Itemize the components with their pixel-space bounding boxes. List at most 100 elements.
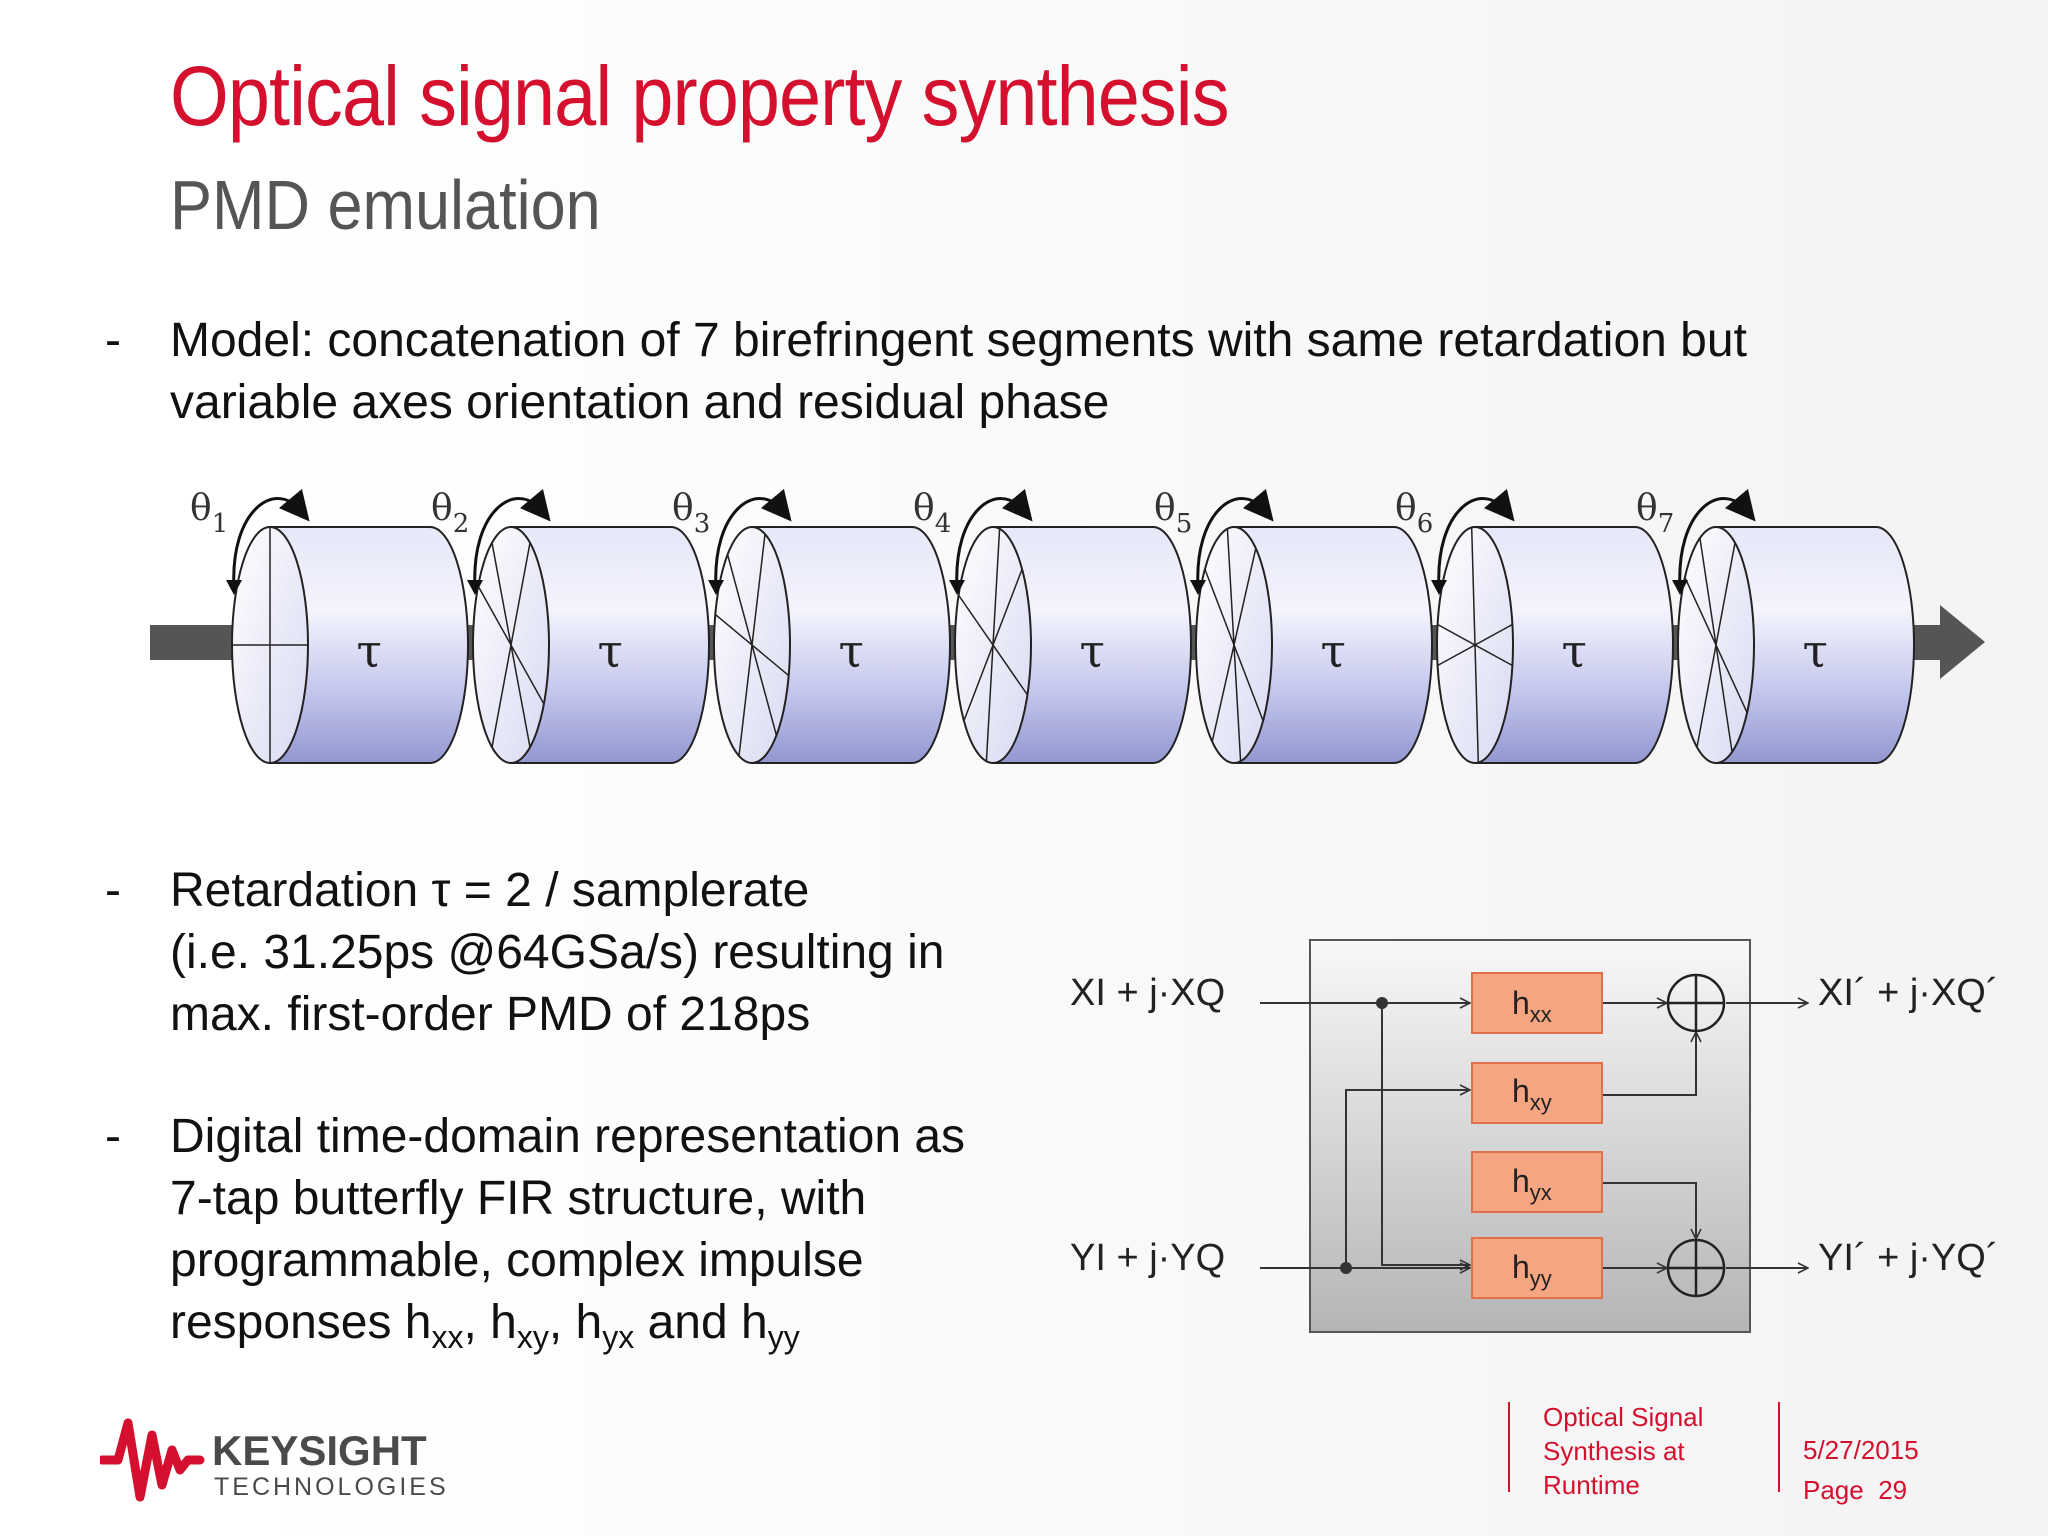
rotation-arrow-icon <box>1196 488 1274 589</box>
footer-title: Optical Signal Synthesis at Runtime <box>1543 1400 1703 1502</box>
wire-hxy-to-sum <box>1603 1032 1696 1096</box>
axis-line <box>477 585 545 705</box>
bullet-line: variable axes orientation and residual p… <box>170 376 1110 429</box>
segment-6: τθ6 <box>1395 488 1674 764</box>
axis-line <box>714 613 790 677</box>
segment-3: τθ3 <box>672 488 951 764</box>
butterfly-fir-diagram: XI + j·XQ YI + j·YQ XI´ + j·XQ´ YI´ + j·… <box>1070 939 1999 1333</box>
segment-7: τθ7 <box>1636 488 1915 764</box>
bullet-marker: - <box>105 314 121 367</box>
tau-label: τ <box>356 624 381 678</box>
tau-label: τ <box>1320 624 1345 678</box>
wire-y-to-hxy <box>1345 1090 1470 1268</box>
junction-dot <box>1376 997 1388 1009</box>
axis-line <box>957 594 1029 696</box>
svg-text:hyy: hyy <box>1512 1249 1552 1291</box>
bullet-line: programmable, complex impulse <box>170 1234 864 1287</box>
rotation-arrow-tail-icon <box>1672 580 1688 595</box>
wire-hyx-to-sum <box>1603 1182 1696 1239</box>
page-label: Page <box>1803 1475 1864 1505</box>
axis-line <box>1684 577 1748 713</box>
segment-1: τ θ1 <box>190 488 469 764</box>
cylinder-body <box>751 526 951 764</box>
bullet-marker: - <box>105 864 121 917</box>
svg-text:hyx: hyx <box>1512 1163 1552 1205</box>
output-x-label: XI´ + j·XQ´ <box>1818 972 1999 1014</box>
axis-line <box>1204 568 1264 722</box>
rotation-arrow-tail-icon <box>1190 580 1206 595</box>
bullet-line: max. first-order PMD of 218ps <box>170 988 811 1041</box>
text-fragment: , h <box>548 1296 603 1349</box>
text-fragment: and h <box>634 1296 768 1349</box>
bullet-line-responses: responses hxx, hxy, hyx and hyy <box>170 1292 965 1354</box>
subscript: xx <box>431 1319 464 1355</box>
rotation-arrow-tail-icon <box>1431 580 1447 595</box>
theta-label: θ1 <box>190 488 228 539</box>
text-fragment: , h <box>463 1296 517 1349</box>
footer-date: 5/27/2015 <box>1803 1435 1919 1465</box>
tau-label: τ <box>1079 624 1104 678</box>
input-y-label: YI + j·YQ <box>1070 1237 1225 1279</box>
rotation-arrow-tail-icon <box>708 580 724 595</box>
waveform-logo-icon <box>100 1418 205 1502</box>
slide-title: Optical signal property synthesis <box>170 49 1230 143</box>
rotation-arrow-tail-icon <box>226 580 242 595</box>
filter-hyx: hyx <box>1471 1151 1603 1213</box>
segment-4: τθ4 <box>913 488 1192 764</box>
tau-label: τ <box>838 624 863 678</box>
footer-divider <box>1778 1402 1780 1492</box>
bullet-line: Model: concatenation of 7 birefringent s… <box>170 314 1747 367</box>
cylinder-body <box>1715 526 1915 764</box>
footer-page: Page 29 <box>1803 1470 1919 1510</box>
filter-hxx: hxx <box>1471 972 1603 1034</box>
keysight-logo: KEYSIGHT TECHNOLOGIES <box>100 1418 449 1502</box>
bullet-fir-text: Digital time-domain representation as 7-… <box>170 1106 965 1354</box>
bullet-line: Retardation τ = 2 / samplerate <box>170 864 810 917</box>
tau-label: τ <box>1802 624 1827 678</box>
cylinder-body <box>1233 526 1433 764</box>
bullet-line: (i.e. 31.25ps @64GSa/s) resulting in <box>170 926 945 979</box>
subscript: yy <box>767 1319 800 1355</box>
rotation-arrow-icon <box>714 488 792 589</box>
footer-title-line: Runtime <box>1543 1470 1640 1500</box>
rotation-arrow-tail-icon <box>467 580 483 595</box>
rotation-arrow-icon <box>955 488 1033 589</box>
axis-line <box>1437 623 1513 667</box>
bullet-line: Digital time-domain representation as <box>170 1110 966 1163</box>
cylinder-body <box>1474 526 1674 764</box>
text-fragment: responses h <box>170 1296 432 1349</box>
svg-text:hxx: hxx <box>1512 985 1552 1027</box>
subscript: xy <box>516 1319 549 1355</box>
bullet-marker: - <box>105 1110 121 1163</box>
page-number: 29 <box>1878 1475 1908 1505</box>
slide-subtitle: PMD emulation <box>170 166 601 244</box>
junction-dot <box>1340 1262 1352 1274</box>
rotation-arrow-tail-icon <box>949 580 965 595</box>
rotation-arrow-icon <box>1678 488 1756 589</box>
tau-label: τ <box>1561 624 1586 678</box>
bullet-line: 7-tap butterfly FIR structure, with <box>170 1172 867 1225</box>
rotation-arrow-icon <box>473 488 551 589</box>
footer-title-line: Synthesis at <box>1543 1436 1685 1466</box>
logo-brand: KEYSIGHT <box>212 1427 427 1474</box>
footer-title-line: Optical Signal <box>1543 1402 1704 1432</box>
rotation-arrow-icon <box>1437 488 1515 589</box>
footer-date-block: 5/27/2015 Page 29 <box>1803 1430 1919 1510</box>
segment-5: τθ5 <box>1154 488 1433 764</box>
logo-tagline: TECHNOLOGIES <box>214 1473 449 1501</box>
bullet-model-text: Model: concatenation of 7 birefringent s… <box>170 310 1747 434</box>
segment-2: τθ2 <box>431 488 710 764</box>
cylinder-body <box>510 526 710 764</box>
cylinder-body <box>269 526 469 764</box>
input-x-label: XI + j·XQ <box>1070 972 1225 1014</box>
footer-divider <box>1508 1402 1510 1492</box>
subscript: yx <box>602 1319 635 1355</box>
output-y-label: YI´ + j·YQ´ <box>1818 1237 1999 1279</box>
filter-hyy: hyy <box>1471 1237 1603 1299</box>
bullet-retardation-text: Retardation τ = 2 / samplerate (i.e. 31.… <box>170 860 944 1046</box>
filter-hxy: hxy <box>1471 1062 1603 1124</box>
tau-label: τ <box>597 624 622 678</box>
cylinder-body <box>992 526 1192 764</box>
svg-text:hxy: hxy <box>1512 1073 1552 1115</box>
